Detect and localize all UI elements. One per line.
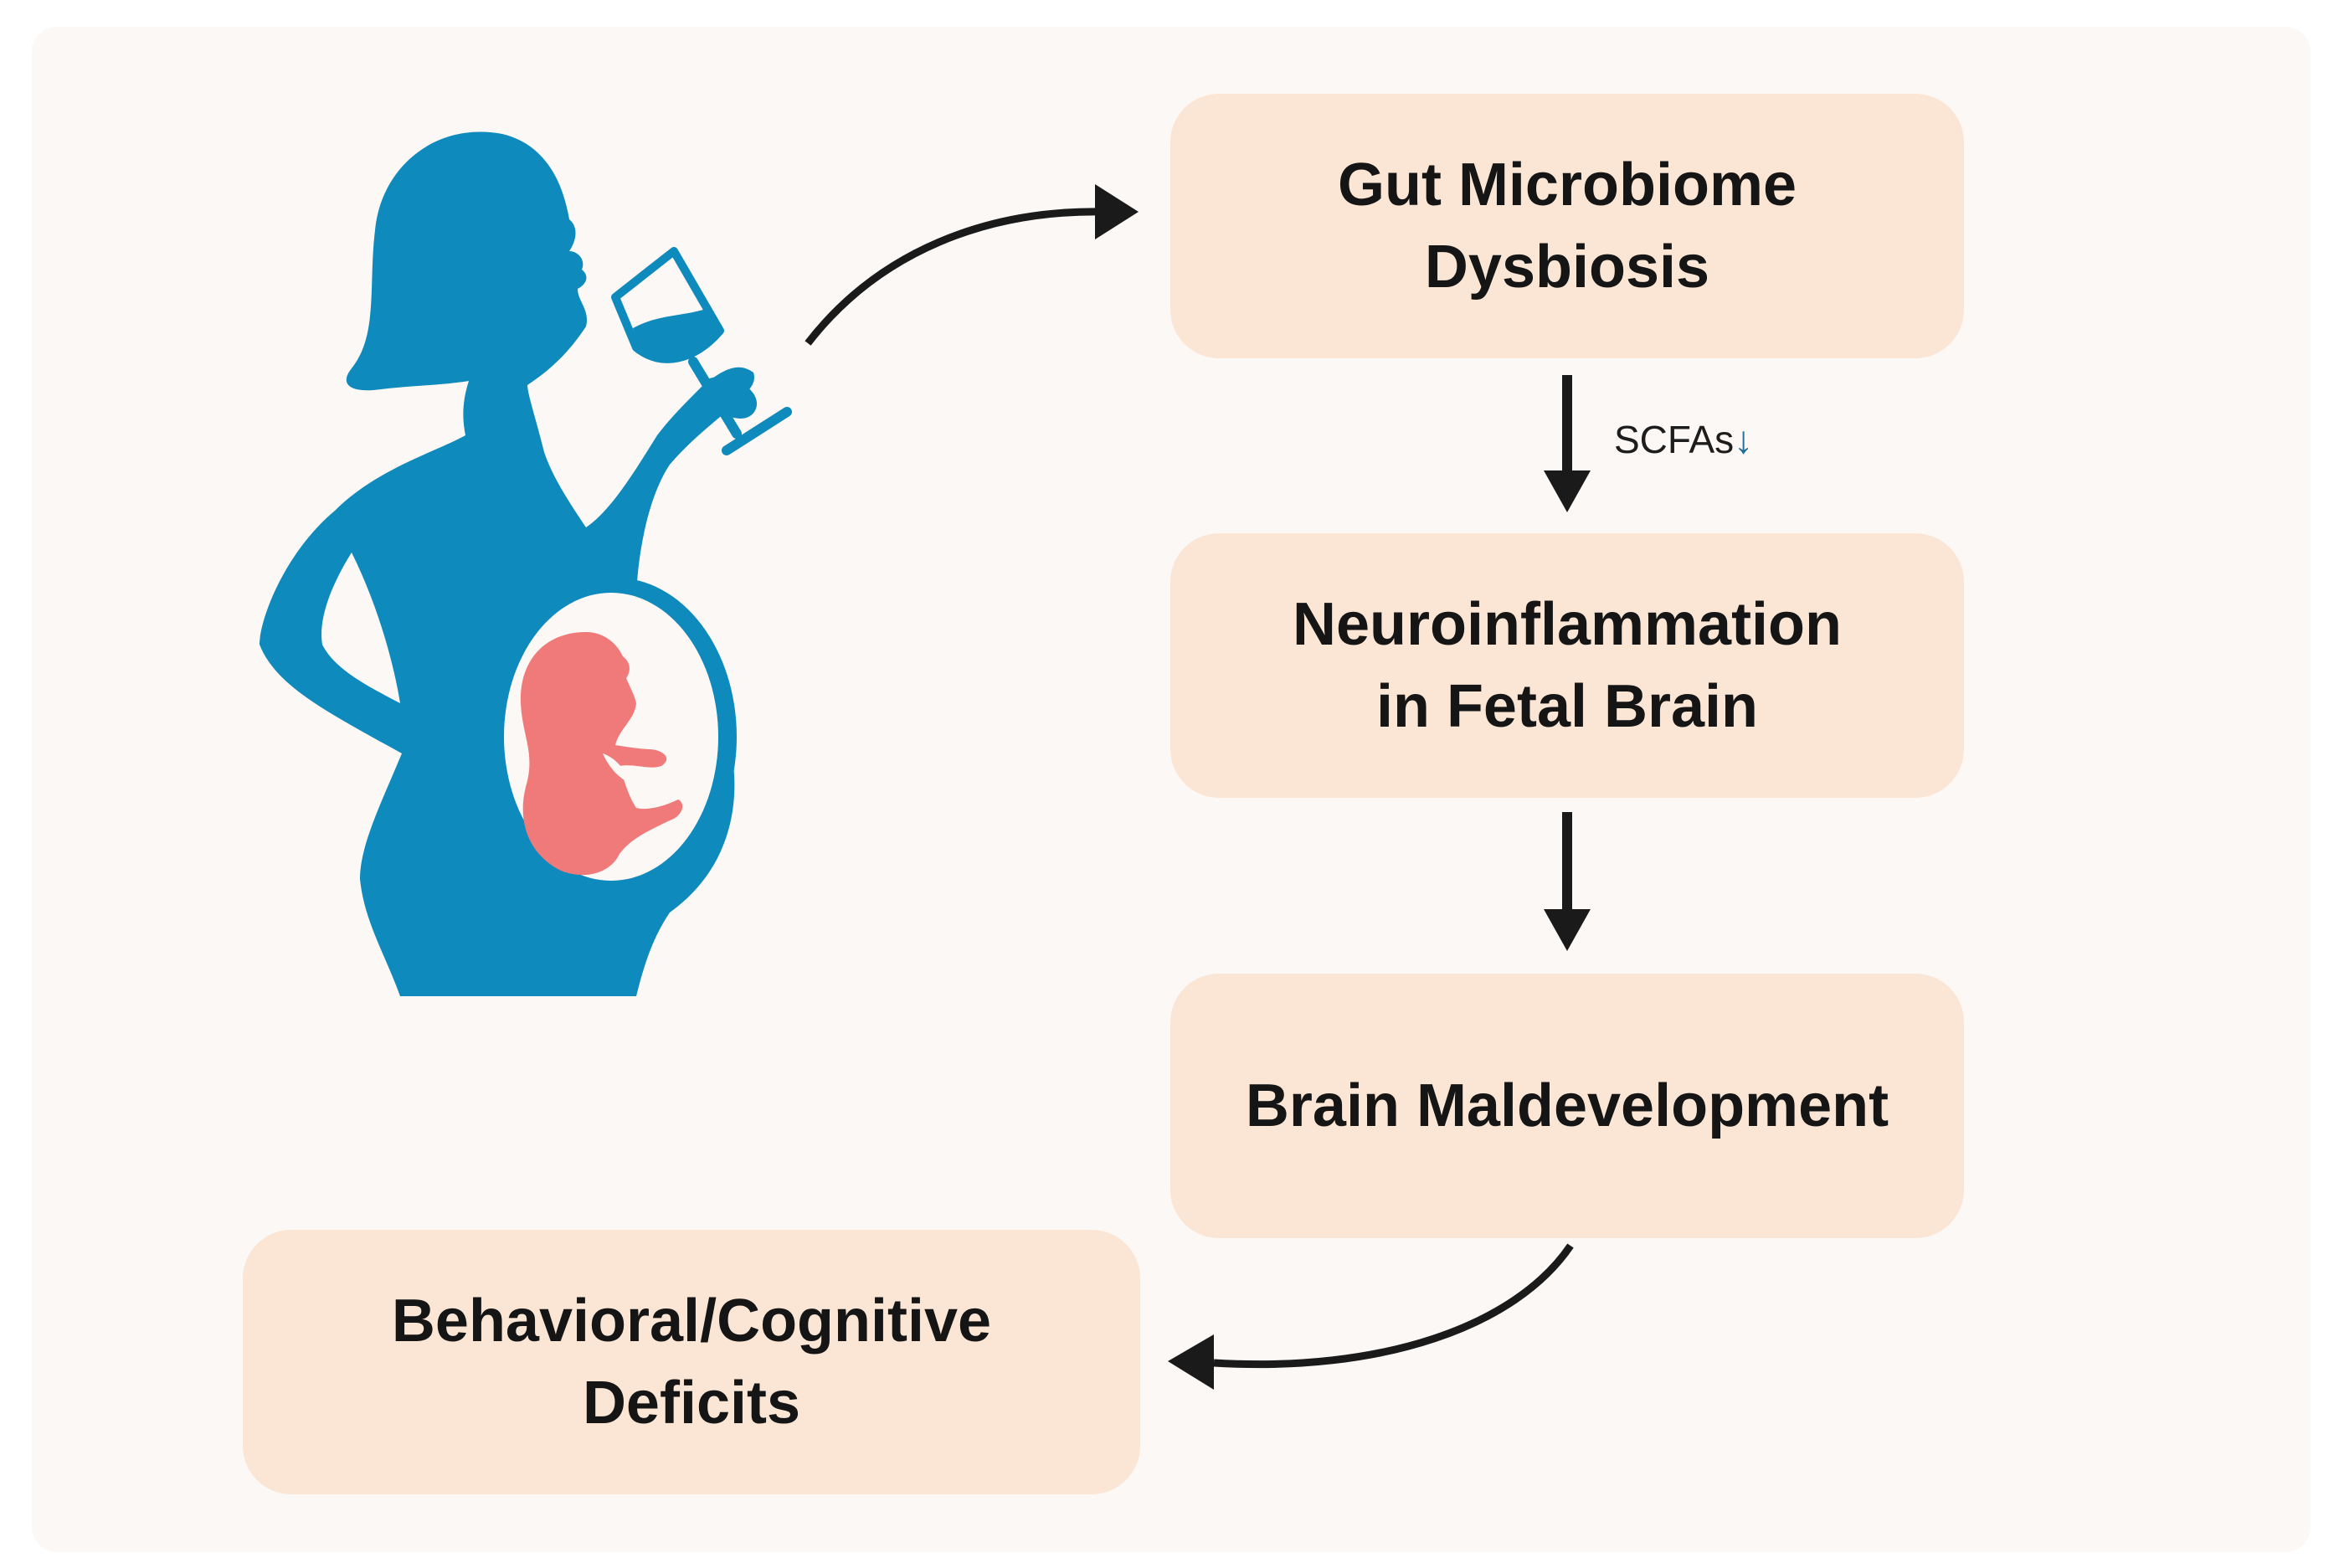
behavioral-cognitive-deficits-box: Behavioral/Cognitive Deficits	[243, 1230, 1140, 1494]
arrow-brain-to-deficits	[1168, 1243, 1574, 1390]
scfa-label: SCFAs↓	[1614, 417, 1753, 462]
arrow-to-gut	[805, 184, 1139, 346]
gut-microbiome-dysbiosis-box: Gut Microbiome Dysbiosis	[1170, 94, 1964, 358]
arrow-neuro-to-brain	[1544, 812, 1591, 951]
down-arrow-icon: ↓	[1734, 418, 1754, 461]
brain-maldevelopment-box: Brain Maldevelopment	[1170, 974, 1964, 1238]
neuroinflammation-box: Neuroinflammation in Fetal Brain	[1170, 533, 1964, 798]
arrow-gut-to-neuro	[1544, 375, 1591, 512]
scfa-text: SCFAs	[1614, 418, 1735, 461]
fetus-icon	[520, 632, 683, 876]
wine-glass-icon	[611, 247, 792, 455]
